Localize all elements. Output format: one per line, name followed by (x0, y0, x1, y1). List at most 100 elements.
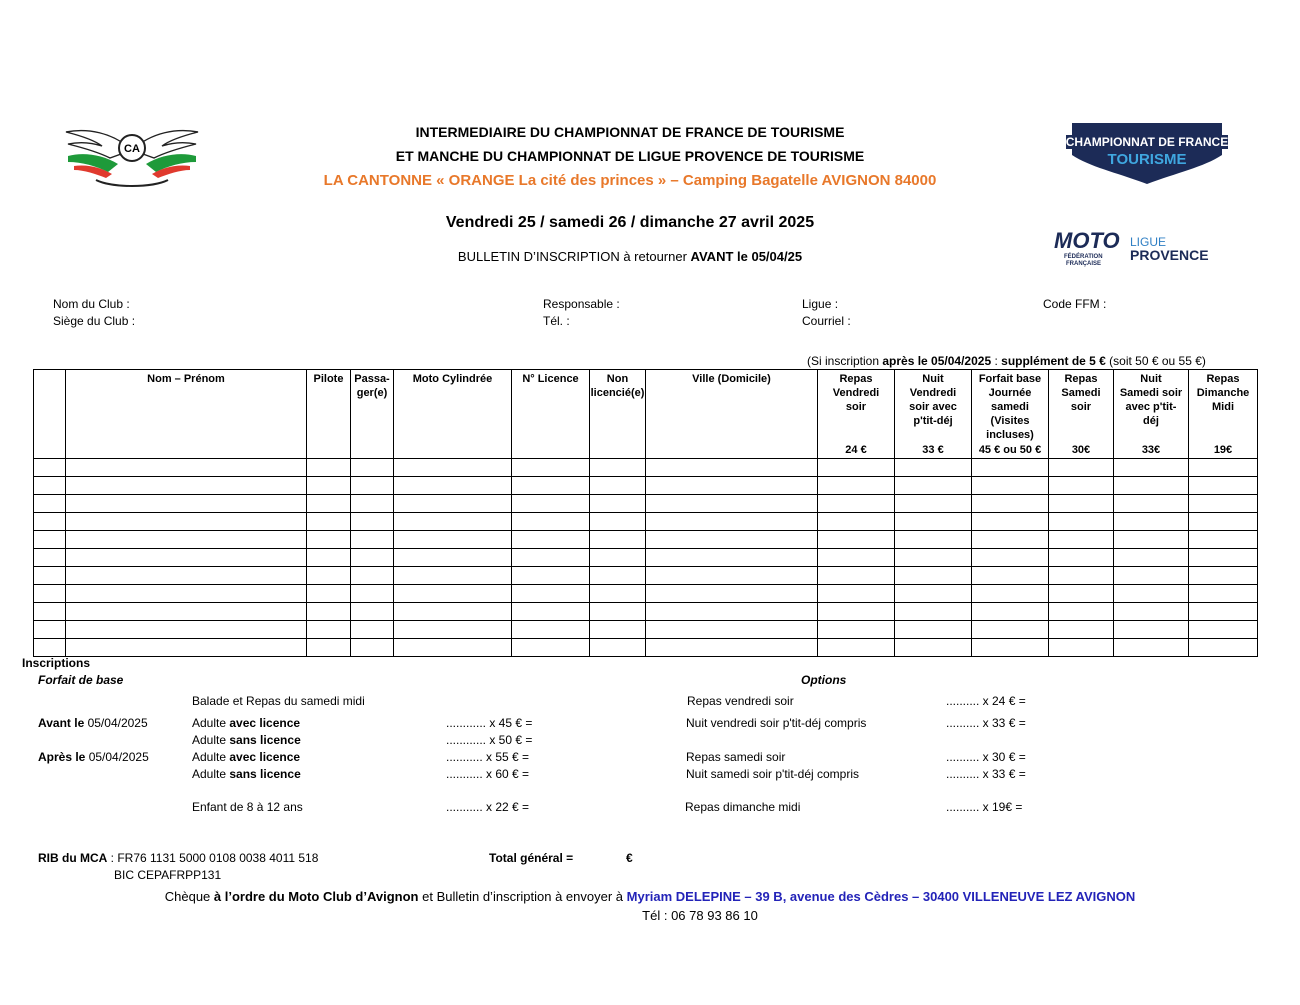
table-cell[interactable] (645, 548, 818, 567)
table-cell[interactable] (306, 494, 351, 513)
table-cell[interactable] (1048, 512, 1114, 531)
table-cell[interactable] (306, 476, 351, 495)
table-cell[interactable] (306, 530, 351, 549)
table-cell[interactable] (393, 584, 512, 603)
table-cell[interactable] (645, 638, 818, 657)
table-cell[interactable] (65, 494, 307, 513)
table-cell[interactable] (1188, 494, 1258, 513)
table-cell[interactable] (589, 512, 646, 531)
table-cell[interactable] (817, 512, 895, 531)
table-cell[interactable] (1048, 530, 1114, 549)
table-cell[interactable] (33, 512, 66, 531)
table-cell[interactable] (894, 512, 972, 531)
table-cell[interactable] (1048, 494, 1114, 513)
table-cell[interactable] (306, 620, 351, 639)
table-cell[interactable] (511, 584, 590, 603)
table-cell[interactable] (1188, 476, 1258, 495)
table-cell[interactable] (1113, 494, 1189, 513)
table-cell[interactable] (589, 620, 646, 639)
table-cell[interactable] (350, 602, 394, 621)
table-cell[interactable] (350, 548, 394, 567)
table-cell[interactable] (589, 638, 646, 657)
table-cell[interactable] (33, 548, 66, 567)
table-cell[interactable] (306, 584, 351, 603)
table-cell[interactable] (971, 638, 1049, 657)
table-cell[interactable] (511, 458, 590, 477)
table-cell[interactable] (33, 620, 66, 639)
table-cell[interactable] (1188, 530, 1258, 549)
table-cell[interactable] (350, 494, 394, 513)
table-cell[interactable] (65, 548, 307, 567)
table-cell[interactable] (350, 566, 394, 585)
table-cell[interactable] (1113, 620, 1189, 639)
table-cell[interactable] (894, 566, 972, 585)
table-cell[interactable] (589, 602, 646, 621)
table-cell[interactable] (306, 566, 351, 585)
table-cell[interactable] (971, 512, 1049, 531)
table-cell[interactable] (817, 620, 895, 639)
table-cell[interactable] (350, 512, 394, 531)
table-cell[interactable] (817, 548, 895, 567)
table-cell[interactable] (511, 512, 590, 531)
table-cell[interactable] (393, 494, 512, 513)
table-cell[interactable] (1048, 566, 1114, 585)
table-cell[interactable] (33, 458, 66, 477)
table-cell[interactable] (393, 602, 512, 621)
table-cell[interactable] (1188, 638, 1258, 657)
table-cell[interactable] (511, 530, 590, 549)
table-cell[interactable] (645, 512, 818, 531)
table-cell[interactable] (894, 620, 972, 639)
table-cell[interactable] (645, 584, 818, 603)
table-cell[interactable] (971, 458, 1049, 477)
table-cell[interactable] (894, 476, 972, 495)
table-cell[interactable] (33, 530, 66, 549)
table-cell[interactable] (894, 584, 972, 603)
table-cell[interactable] (1048, 476, 1114, 495)
table-cell[interactable] (33, 476, 66, 495)
table-cell[interactable] (1188, 620, 1258, 639)
table-cell[interactable] (33, 638, 66, 657)
table-cell[interactable] (817, 458, 895, 477)
table-cell[interactable] (1113, 530, 1189, 549)
table-cell[interactable] (1188, 602, 1258, 621)
table-cell[interactable] (306, 458, 351, 477)
table-cell[interactable] (1048, 458, 1114, 477)
table-cell[interactable] (306, 638, 351, 657)
table-cell[interactable] (894, 458, 972, 477)
table-cell[interactable] (393, 638, 512, 657)
table-cell[interactable] (1113, 512, 1189, 531)
table-cell[interactable] (33, 494, 66, 513)
table-cell[interactable] (65, 584, 307, 603)
table-cell[interactable] (65, 638, 307, 657)
table-cell[interactable] (1188, 512, 1258, 531)
table-cell[interactable] (1113, 638, 1189, 657)
table-cell[interactable] (817, 566, 895, 585)
table-cell[interactable] (511, 566, 590, 585)
table-cell[interactable] (817, 602, 895, 621)
table-cell[interactable] (645, 620, 818, 639)
table-cell[interactable] (1113, 602, 1189, 621)
table-cell[interactable] (65, 620, 307, 639)
table-cell[interactable] (1188, 584, 1258, 603)
table-cell[interactable] (645, 458, 818, 477)
table-cell[interactable] (645, 476, 818, 495)
table-cell[interactable] (350, 476, 394, 495)
table-cell[interactable] (817, 584, 895, 603)
table-cell[interactable] (894, 548, 972, 567)
table-cell[interactable] (1048, 638, 1114, 657)
table-cell[interactable] (393, 566, 512, 585)
table-cell[interactable] (894, 638, 972, 657)
table-cell[interactable] (589, 530, 646, 549)
table-cell[interactable] (1113, 584, 1189, 603)
table-cell[interactable] (1113, 458, 1189, 477)
table-cell[interactable] (817, 476, 895, 495)
table-cell[interactable] (350, 458, 394, 477)
table-cell[interactable] (350, 530, 394, 549)
table-cell[interactable] (1048, 602, 1114, 621)
table-cell[interactable] (971, 566, 1049, 585)
table-cell[interactable] (589, 566, 646, 585)
table-cell[interactable] (817, 638, 895, 657)
table-cell[interactable] (1188, 566, 1258, 585)
table-cell[interactable] (589, 476, 646, 495)
table-cell[interactable] (306, 602, 351, 621)
